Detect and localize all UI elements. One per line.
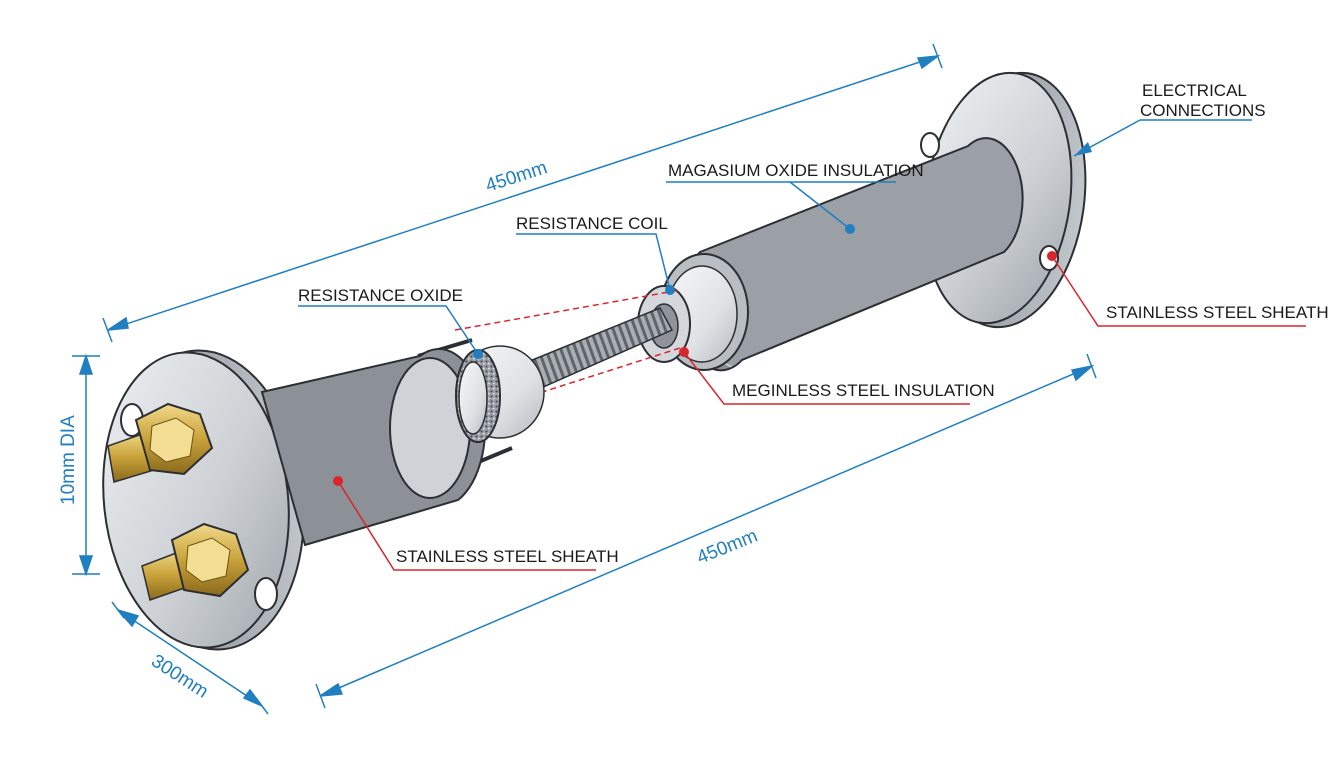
dot-meginless	[679, 347, 689, 357]
dimension-lines	[72, 43, 1097, 715]
dot-resistance-oxide	[473, 349, 483, 359]
label-electrical-connections-line1: ELECTRICAL	[1142, 81, 1247, 100]
bottom-length-tick-left	[315, 683, 326, 709]
dimension-flange-width: 300mm	[147, 651, 212, 703]
dot-magnesium	[845, 224, 855, 234]
terminal-nut-bottom-face	[185, 537, 231, 583]
leader-magnesium	[789, 181, 851, 230]
leader-lines	[298, 119, 1306, 571]
top-length-arrow-left	[107, 316, 129, 331]
flange-width-dimension-line	[117, 609, 263, 707]
leader-resistance-oxide	[298, 305, 479, 355]
dot-sheath-left	[333, 476, 343, 486]
right-flange-hole-top	[920, 132, 940, 158]
diameter-arrow-bottom	[78, 555, 94, 577]
leader-resistance-coil	[516, 233, 671, 291]
bottom-length-arrow-right	[1070, 364, 1095, 382]
label-resistance-oxide: RESISTANCE OXIDE	[298, 286, 463, 305]
terminal-bolt-bottom	[141, 522, 250, 601]
leader-meginless	[683, 351, 970, 405]
flange-width-arrow-left	[115, 608, 140, 628]
label-meginless-steel-insulation: MEGINLESS STEEL INSULATION	[732, 381, 995, 400]
left-flange-hole-bottom	[254, 577, 278, 611]
label-stainless-steel-sheath-right: STAINLESS STEEL SHEATH	[1106, 303, 1329, 322]
label-magnesium-oxide-insulation: MAGASIUM OXIDE INSULATION	[668, 161, 924, 180]
leader-sheath-right	[1051, 255, 1306, 327]
dot-sheath-right	[1047, 251, 1057, 261]
dot-resistance-coil	[665, 285, 675, 295]
top-length-arrow-right	[916, 54, 941, 70]
left-assembly	[102, 338, 545, 651]
dimension-top-length: 450mm	[483, 157, 550, 197]
terminal-nut-top-face	[149, 417, 195, 463]
diameter-arrow-top	[78, 353, 94, 375]
label-stainless-steel-sheath-left: STAINLESS STEEL SHEATH	[396, 547, 619, 566]
right-assembly	[637, 71, 1087, 372]
top-length-tick-left	[102, 317, 113, 343]
callout-dots	[333, 224, 1057, 486]
coil-boundary-dash-top	[454, 289, 681, 331]
terminal-bolt-top	[107, 402, 214, 483]
dimension-diameter: 10mm DIA	[58, 415, 79, 505]
resistance-oxide-ring-face	[458, 361, 488, 435]
flange-width-tick-left	[111, 601, 125, 619]
leader-electrical-arrow	[1074, 142, 1092, 156]
top-length-tick-right	[932, 43, 943, 69]
label-resistance-coil: RESISTANCE COIL	[516, 214, 668, 233]
bottom-length-dimension-line	[319, 365, 1093, 697]
top-length-dimension-line	[107, 55, 939, 331]
bottom-length-tick-right	[1086, 353, 1097, 379]
flange-width-tick-right	[255, 697, 269, 715]
bottom-length-arrow-left	[319, 682, 344, 697]
leader-sheath-left	[337, 480, 596, 571]
label-electrical-connections-line2: CONNECTIONS	[1140, 101, 1266, 120]
